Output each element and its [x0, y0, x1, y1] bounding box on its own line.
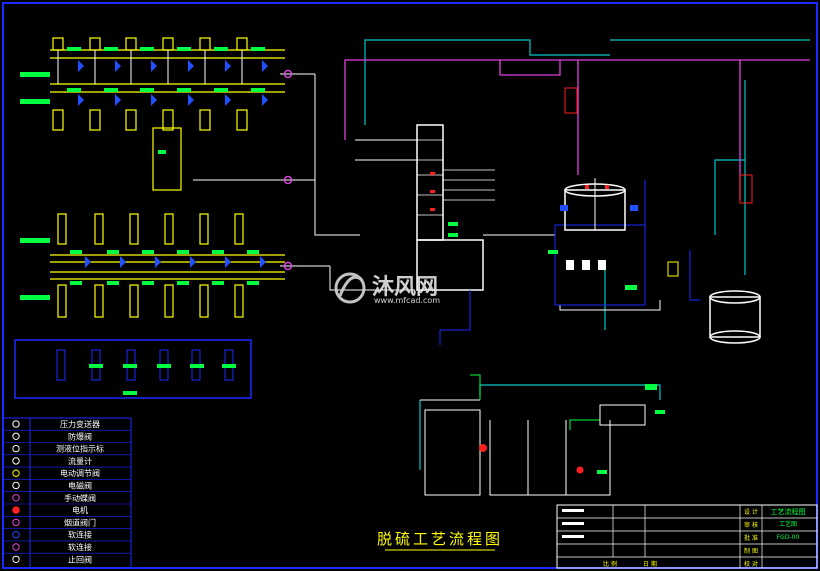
- lower-process: [424, 384, 665, 496]
- top-fan-header-2: [20, 99, 50, 104]
- bottom-fan-bank: [20, 213, 330, 318]
- process-pipes: [314, 74, 661, 401]
- water-pipes: [364, 39, 810, 470]
- slurry-tank: [548, 178, 638, 290]
- legend-label: 电机: [72, 505, 88, 515]
- legend-label: 流量计: [68, 456, 92, 466]
- flue-gas-damper-icon: [12, 518, 20, 527]
- title-block-row-label: 批 准: [744, 534, 758, 542]
- legend-label: 电动调节阀: [60, 468, 100, 478]
- motor-icon: [12, 506, 20, 514]
- legend-label: 软连接: [68, 530, 92, 540]
- title-block-row-label: 设 计: [744, 508, 758, 516]
- green-lines: [470, 374, 600, 430]
- bottom-fan-header-1: [20, 238, 50, 243]
- electric-control-valve-icon: [12, 469, 20, 477]
- title-block-drawing-name: 工艺流程图: [771, 507, 806, 516]
- right-tank: [564, 87, 761, 344]
- solenoid-valve-icon: [12, 481, 20, 490]
- title-block-date-label: 日 期: [643, 560, 657, 568]
- legend-label: 软连接: [68, 542, 92, 552]
- legend-label: 电磁阀: [68, 481, 92, 491]
- flow-meter-icon: [12, 457, 20, 465]
- control-panel: [14, 339, 252, 399]
- title-block-drawing-no: FGD-00: [777, 534, 800, 541]
- manual-butterfly-valve-icon: [12, 494, 20, 502]
- legend-label: 测液位指示标: [56, 444, 104, 454]
- top-fan-header-1: [20, 72, 50, 77]
- anti-surge-valve-icon: [12, 432, 20, 440]
- watermark-url: www.mfcad.com: [374, 296, 440, 305]
- flexible-joint-icon: [12, 531, 20, 539]
- title-block-row-label: 审 核: [744, 521, 758, 529]
- watermark-brand: 沐风网: [372, 275, 438, 300]
- legend-label: 烟道阀门: [64, 517, 96, 527]
- top-fan-bank: [20, 37, 315, 191]
- title-block-sub-name: 工艺图: [779, 520, 797, 528]
- absorber-tower: [416, 124, 495, 291]
- legend: 压力变送器防爆阀测液位指示标流量计电动调节阀电磁阀手动蝶阀电机烟道阀门软连接软连…: [2, 417, 132, 569]
- legend-label: 压力变送器: [60, 419, 100, 429]
- signal-lines: [439, 180, 700, 345]
- watermark-logo-icon: [334, 272, 366, 304]
- title-block-row-label: 校 对: [744, 560, 758, 568]
- drawing-title: 脱硫工艺流程图: [377, 530, 503, 548]
- level-indicator-icon: [12, 444, 20, 453]
- legend-label: 手动蝶阀: [64, 493, 96, 503]
- title-block-scale-label: 比 例: [603, 560, 617, 568]
- title-block-row-label: 制 图: [744, 547, 758, 555]
- pressure-transmitter-icon: [12, 420, 20, 428]
- legend-label: 止回阀: [68, 554, 92, 564]
- stop-valve-icon: [12, 555, 20, 563]
- bottom-fan-header-2: [20, 295, 50, 300]
- bypass-valve-icon: [12, 543, 20, 551]
- title-block: 工艺流程图 工艺图 FGD-00 设 计审 核批 准制 图校 对 比 例 日 期: [556, 504, 818, 569]
- legend-label: 防爆阀: [68, 431, 92, 441]
- watermark: 沐风网 www.mfcad.com: [334, 272, 440, 305]
